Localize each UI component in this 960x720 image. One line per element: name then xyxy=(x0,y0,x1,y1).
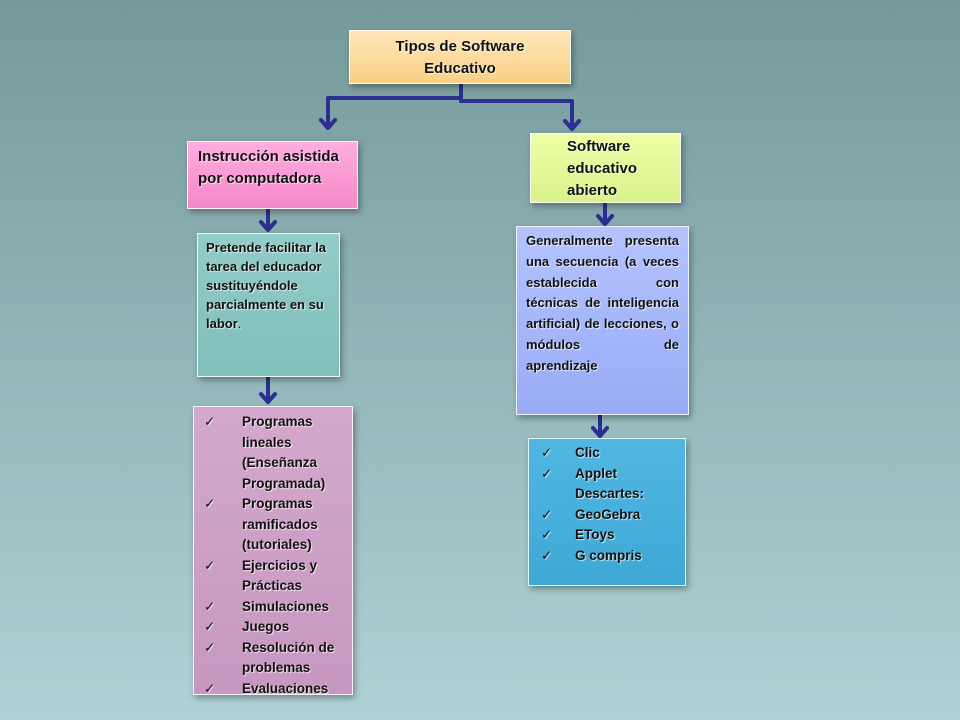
right-description-last-word: aprendizaje xyxy=(526,357,598,373)
list-item: ✓ EToys xyxy=(539,525,679,546)
node-left-program-list: ✓ Programas lineales (Enseñanza Programad… xyxy=(193,406,353,696)
list-item: ✓ Clic xyxy=(539,443,679,464)
root-title-line2: Educativo xyxy=(424,60,496,77)
list-item-text: EToys xyxy=(575,527,615,542)
list-item-text: G compris xyxy=(575,547,642,563)
node-left-description: Pretende facilitar la tarea del educador… xyxy=(197,233,340,377)
node-software-abierto: Software educativo abierto xyxy=(530,133,681,203)
left-program-list: ✓ Programas lineales (Enseñanza Programad… xyxy=(202,412,346,699)
root-branch-right xyxy=(459,99,574,129)
arrowhead-left-desc xyxy=(259,220,277,232)
left-description-text: Pretende facilitar la tarea del educador… xyxy=(206,240,326,331)
list-item: ✓ Ejercicios y Prácticas xyxy=(202,556,346,597)
checkmark-icon: ✓ xyxy=(204,598,216,614)
node-right-tool-list: ✓ Clic ✓ Applet Descartes: ✓ GeoGebra ✓ EToy… xyxy=(528,438,686,586)
right-title-text: Software educativo abierto xyxy=(567,138,638,199)
checkmark-icon: ✓ xyxy=(541,445,553,460)
list-item: ✓ Juegos xyxy=(202,617,346,638)
list-item-text: Programas ramificados (tutoriales) xyxy=(242,496,318,552)
right-tool-list: ✓ Clic ✓ Applet Descartes: ✓ GeoGebra ✓ EToy… xyxy=(539,443,679,566)
list-item-text: Clic xyxy=(575,445,600,460)
root-node-tipos-software: Tipos de Software Educativo xyxy=(349,30,571,84)
list-item-text: Resolución de problemas xyxy=(242,639,335,676)
list-item: ✓ G compris xyxy=(539,546,679,567)
node-right-description: Generalmente presenta una secuencia (a v… xyxy=(516,226,689,415)
arrowhead-right-title xyxy=(563,119,581,131)
root-branch-left xyxy=(326,96,463,128)
list-item: ✓ Evaluaciones xyxy=(202,679,346,700)
checkmark-icon: ✓ xyxy=(204,557,216,573)
list-item-text: Evaluaciones xyxy=(242,680,329,696)
node-instruccion-asistida: Instrucción asistida por computadora xyxy=(187,141,358,209)
checkmark-icon: ✓ xyxy=(204,496,216,511)
arrowhead-left-list xyxy=(259,392,277,404)
checkmark-icon: ✓ xyxy=(204,680,216,696)
left-description-period: . xyxy=(237,316,242,331)
arrowhead-right-desc xyxy=(596,214,614,226)
list-item: ✓ GeoGebra xyxy=(539,505,679,526)
left-title-text: Instrucción asistida por computadora xyxy=(198,148,339,187)
checkmark-icon: ✓ xyxy=(204,639,216,655)
list-item-text: Programas lineales (Enseñanza Programada… xyxy=(242,414,326,491)
list-item: ✓ Programas lineales (Enseñanza Programad… xyxy=(202,412,346,494)
checkmark-icon: ✓ xyxy=(204,619,216,634)
checkmark-icon: ✓ xyxy=(541,547,553,563)
checkmark-icon: ✓ xyxy=(541,465,553,481)
list-item: ✓ Applet Descartes: xyxy=(539,464,679,505)
list-item-text: GeoGebra xyxy=(575,506,641,522)
list-item: ✓ Resolución de problemas xyxy=(202,638,346,679)
arrowhead-left-title xyxy=(319,118,337,130)
list-item: ✓ Simulaciones xyxy=(202,597,346,618)
checkmark-icon: ✓ xyxy=(541,527,553,542)
checkmark-icon: ✓ xyxy=(204,414,216,429)
list-item-text: Juegos xyxy=(242,619,290,634)
root-title-line1: Tipos de Software xyxy=(395,38,525,55)
checkmark-icon: ✓ xyxy=(541,506,553,522)
list-item-text: Ejercicios y Prácticas xyxy=(242,557,318,594)
list-item: ✓ Programas ramificados (tutoriales) xyxy=(202,494,346,556)
list-item-text: Simulaciones xyxy=(242,598,330,614)
arrowhead-right-list xyxy=(591,426,609,438)
right-description-text: Generalmente presenta una secuencia (a v… xyxy=(526,233,679,352)
list-item-text: Applet Descartes: xyxy=(575,465,645,502)
